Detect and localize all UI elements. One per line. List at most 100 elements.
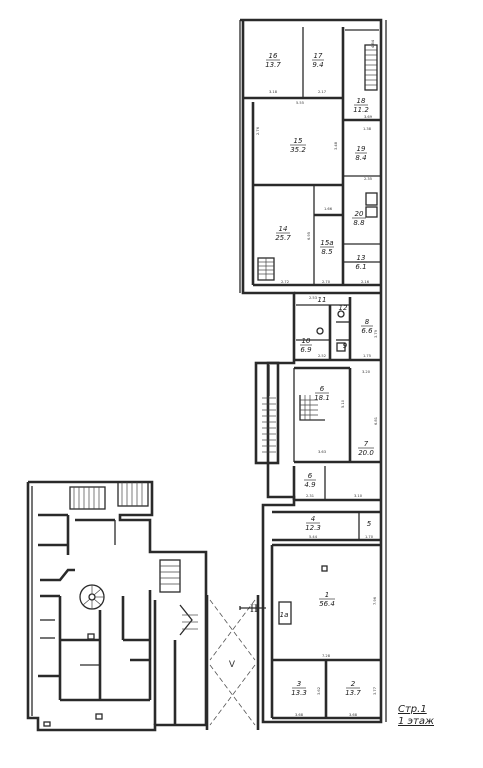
dim-3-height: 3.62 [317, 687, 321, 695]
dim-2-height: 3.77 [373, 687, 377, 695]
room-2-number: 2 [351, 680, 356, 688]
room-6-bottom-number: 6 [308, 472, 313, 480]
dimension-labels: 3.18 2.17 5.55 4.84 3.69 2.76 3.48 1.38 … [256, 39, 378, 717]
room-18: 18 11.2 [353, 97, 369, 114]
room-16-area: 13.7 [265, 61, 281, 69]
room-6-bottom-area: 4.9 [304, 481, 316, 489]
room-10: 10 6.9 [300, 337, 312, 354]
room-13: 13 6.1 [355, 254, 367, 271]
room-4-number: 4 [311, 515, 315, 523]
passage [205, 595, 266, 730]
room-9-number: 9 [343, 342, 348, 350]
dim-6-top: 3.63 [318, 450, 326, 454]
sheet-page-label: Стр.1 [398, 704, 427, 715]
room-6-top-number: 6 [320, 385, 325, 393]
room-15a: 15a 8.5 [320, 239, 334, 256]
passage-arrow-label: V [229, 660, 236, 670]
dim-11: 2.53 [309, 296, 317, 300]
room-5-number: 5 [367, 520, 372, 528]
dim-8-right: 3.79 [374, 329, 378, 338]
dim-14-height: 6.95 [307, 232, 311, 240]
room-14-area: 25.7 [275, 234, 291, 242]
room-4: 4 12.3 [305, 515, 321, 532]
dim-18-bottom: 3.69 [364, 115, 373, 119]
dim-15a-bottom: 2.70 [322, 280, 331, 284]
room-14-number: 14 [279, 225, 288, 233]
dim-3-bottom: 3.68 [295, 713, 304, 717]
dim-15-left: 2.76 [256, 126, 260, 135]
room-13-number: 13 [357, 254, 366, 262]
room-19: 19 8.4 [355, 145, 367, 162]
room-12-number: 12 [339, 304, 348, 312]
spiral-stair [79, 584, 105, 610]
room-3: 3 13.3 [291, 680, 307, 697]
room-15: 15 35.2 [290, 137, 306, 154]
dim-4-bottom: 5.44 [309, 535, 318, 539]
stair-18 [364, 44, 378, 91]
dim-6-right: 5.10 [341, 399, 345, 408]
room-5: 5 [367, 520, 372, 528]
dim-14-bottom: 2.72 [281, 280, 289, 284]
stair-6 [299, 395, 325, 421]
room-1a-number: 1a [280, 611, 289, 619]
dim-17-width: 2.17 [318, 90, 326, 94]
dim-7-right: 6.81 [374, 417, 378, 425]
room-19-number: 19 [357, 145, 366, 153]
room-15a-number: 15a [320, 239, 333, 247]
dim-1-bottom: 7.28 [322, 654, 331, 658]
dim-15a-top: 1.66 [324, 207, 333, 211]
room-20-area: 8.8 [353, 219, 365, 227]
room-16-number: 16 [269, 52, 278, 60]
room-1-area: 56.4 [319, 600, 335, 608]
room-8-area: 6.6 [361, 327, 373, 335]
room-6-top-area: 18.1 [314, 394, 330, 402]
room-9: 9 [343, 342, 348, 350]
room-15-area: 35.2 [290, 146, 306, 154]
room-2-area: 13.7 [345, 689, 361, 697]
room-20: 20 8.8 [352, 210, 366, 227]
room-1-number: 1 [325, 591, 329, 599]
dim-7-bottom: 3.10 [354, 494, 363, 498]
axis-roman-label: II [250, 604, 258, 615]
sheet-floor-label: 1 этаж [398, 716, 434, 727]
left-building-walls [26, 480, 208, 732]
dim-6-bottom: 2.31 [306, 494, 314, 498]
room-19-area: 8.4 [355, 154, 366, 162]
room-8: 8 6.6 [361, 318, 373, 335]
room-14: 14 25.7 [275, 225, 291, 242]
outer-stair [254, 361, 280, 465]
dim-9-bottom: 1.75 [363, 354, 371, 358]
axis-markers: II V [229, 604, 258, 670]
room-15a-area: 8.5 [321, 248, 333, 256]
dim-5-bottom: 1.70 [365, 535, 374, 539]
room-16: 16 13.7 [265, 52, 281, 69]
dim-13-bottom: 2.16 [361, 280, 370, 284]
room-17: 17 9.4 [312, 52, 324, 69]
room-17-number: 17 [314, 52, 323, 60]
room-4-area: 12.3 [305, 524, 321, 532]
room-17-area: 9.4 [312, 61, 323, 69]
room-10-area: 6.9 [300, 346, 312, 354]
dim-1-right: 7.96 [373, 596, 377, 605]
room-12: 12 [339, 304, 348, 312]
room-6-bottom: 6 4.9 [304, 472, 316, 489]
stair-14 [257, 257, 275, 281]
room-7-area: 20.0 [358, 449, 374, 457]
room-2: 2 13.7 [345, 680, 361, 697]
dim-16-width: 3.18 [269, 90, 278, 94]
room-8-number: 8 [365, 318, 370, 326]
dim-15-top: 5.55 [296, 101, 304, 105]
dim-15-right: 3.48 [334, 141, 338, 150]
dim-19-bottom: 2.35 [364, 177, 372, 181]
room-7-number: 7 [364, 440, 369, 448]
room-3-area: 13.3 [291, 689, 307, 697]
room-6-top: 6 18.1 [314, 385, 330, 402]
sheet-caption: Стр.1 1 этаж [398, 704, 434, 728]
room-1a: 1a [280, 611, 289, 619]
room-20-number: 20 [355, 210, 364, 218]
room-10-number: 10 [302, 337, 311, 345]
dim-19-top: 1.38 [363, 127, 372, 131]
dim-7-top: 3.20 [362, 370, 371, 374]
room-1: 1 56.4 [319, 591, 335, 608]
